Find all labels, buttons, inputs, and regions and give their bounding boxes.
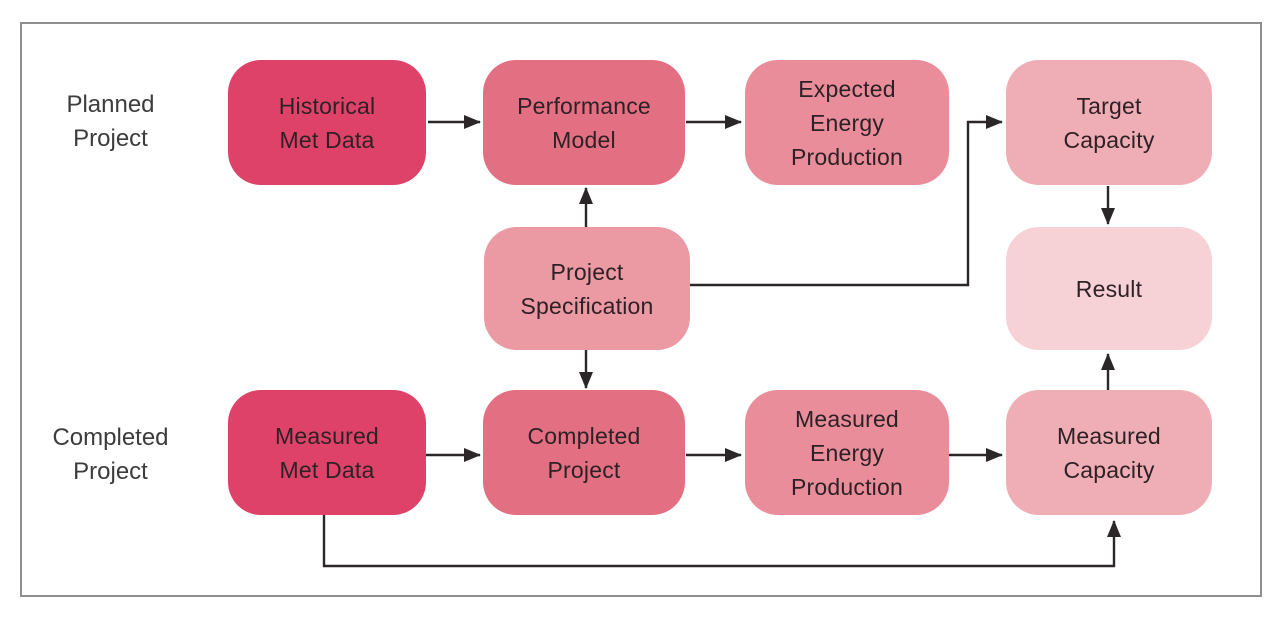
- node-label: Performance Model: [517, 92, 651, 153]
- node-label: Expected Energy Production: [791, 75, 903, 170]
- node-historical-met-data: Historical Met Data: [228, 60, 426, 185]
- node-label: Measured Capacity: [1057, 422, 1161, 483]
- node-label: Measured Energy Production: [791, 405, 903, 500]
- node-project-specification: Project Specification: [484, 227, 690, 350]
- node-label: Target Capacity: [1063, 92, 1155, 153]
- node-label: Project Specification: [520, 258, 654, 319]
- node-measured-met-data: Measured Met Data: [228, 390, 426, 515]
- node-label: Historical Met Data: [278, 92, 376, 153]
- row-label-planned-project: Planned Project: [66, 91, 155, 152]
- node-measured-capacity: Measured Capacity: [1006, 390, 1212, 515]
- node-measured-energy-production: Measured Energy Production: [745, 390, 949, 515]
- node-label: Measured Met Data: [275, 422, 379, 483]
- node-performance-model: Performance Model: [483, 60, 685, 185]
- node-label: Result: [1075, 275, 1143, 302]
- node-target-capacity: Target Capacity: [1006, 60, 1212, 185]
- row-label-completed-project: Completed Project: [52, 424, 169, 485]
- node-expected-energy-production: Expected Energy Production: [745, 60, 949, 185]
- node-completed-project: Completed Project: [483, 390, 685, 515]
- node-result: Result: [1006, 227, 1212, 350]
- node-label: Completed Project: [527, 422, 641, 483]
